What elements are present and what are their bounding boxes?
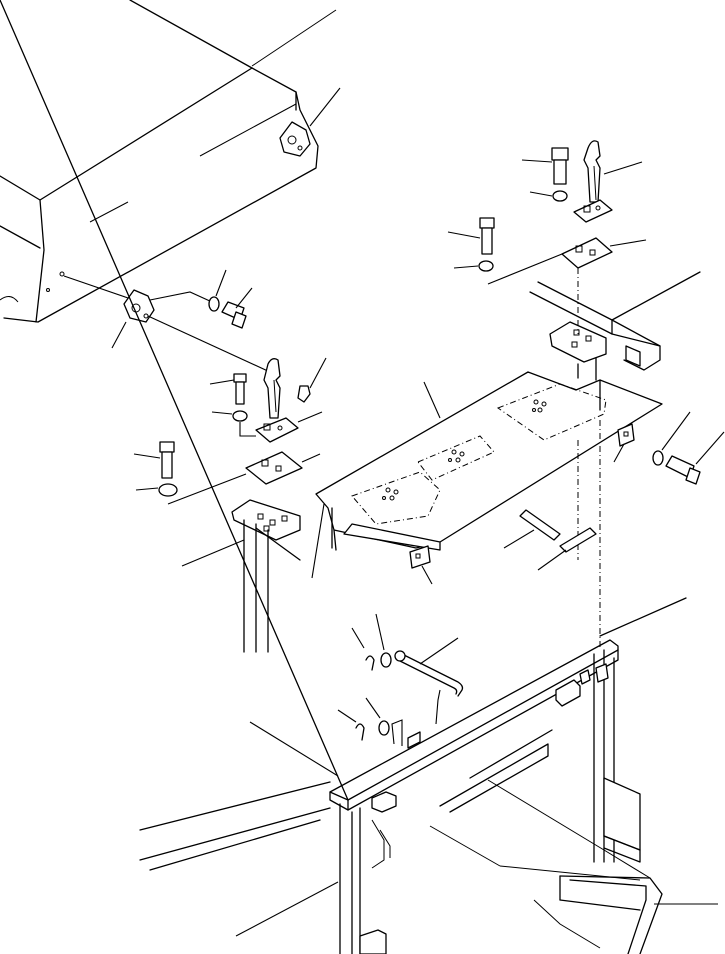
- rod-handle: [394, 637, 464, 697]
- cotter-pin: [351, 627, 375, 671]
- lock-washer: [652, 411, 691, 466]
- hood-latch-receptacle: [63, 275, 271, 373]
- leader-line: [235, 881, 339, 937]
- support-bracket: [409, 545, 433, 585]
- leader-line: [391, 719, 403, 746]
- leader-line: [249, 721, 339, 777]
- lock-washer: [453, 260, 494, 272]
- lock-washer: [529, 190, 568, 202]
- hex-bolt: [133, 441, 175, 479]
- hole-cluster: [382, 487, 399, 501]
- lock-washer: [365, 697, 390, 736]
- latch-catch-upper: [583, 140, 643, 203]
- leader-line: [435, 689, 441, 725]
- support-bracket: [613, 423, 635, 463]
- support-bracket: [529, 271, 701, 381]
- lock-washer: [211, 410, 248, 422]
- latch-base-plate: [487, 237, 647, 285]
- latch-base-plate: [167, 451, 321, 505]
- cotter-pin: [337, 709, 365, 741]
- pin: [537, 527, 597, 571]
- hex-bolt: [221, 287, 253, 329]
- hole-cluster: [448, 449, 465, 463]
- latch-base-plate: [573, 199, 613, 223]
- lock-washer: [375, 613, 392, 668]
- lock-washer: [135, 483, 178, 497]
- pin: [503, 509, 561, 549]
- support-bracket: [181, 499, 301, 653]
- latch-base-plate: [239, 411, 323, 443]
- main-frame: [0, 0, 687, 954]
- lock-washer: [208, 269, 227, 312]
- hood-panel: [0, 0, 337, 323]
- hex-bolt: [447, 217, 495, 255]
- hex-bolt: [665, 431, 725, 485]
- hood-latch-receptacle: [279, 87, 341, 157]
- floor-cover-plate: [311, 371, 663, 579]
- hole-cluster: [532, 399, 547, 413]
- latch-catch-lower: [263, 357, 327, 419]
- hex-bolt: [521, 147, 569, 185]
- hex-bolt: [209, 373, 247, 405]
